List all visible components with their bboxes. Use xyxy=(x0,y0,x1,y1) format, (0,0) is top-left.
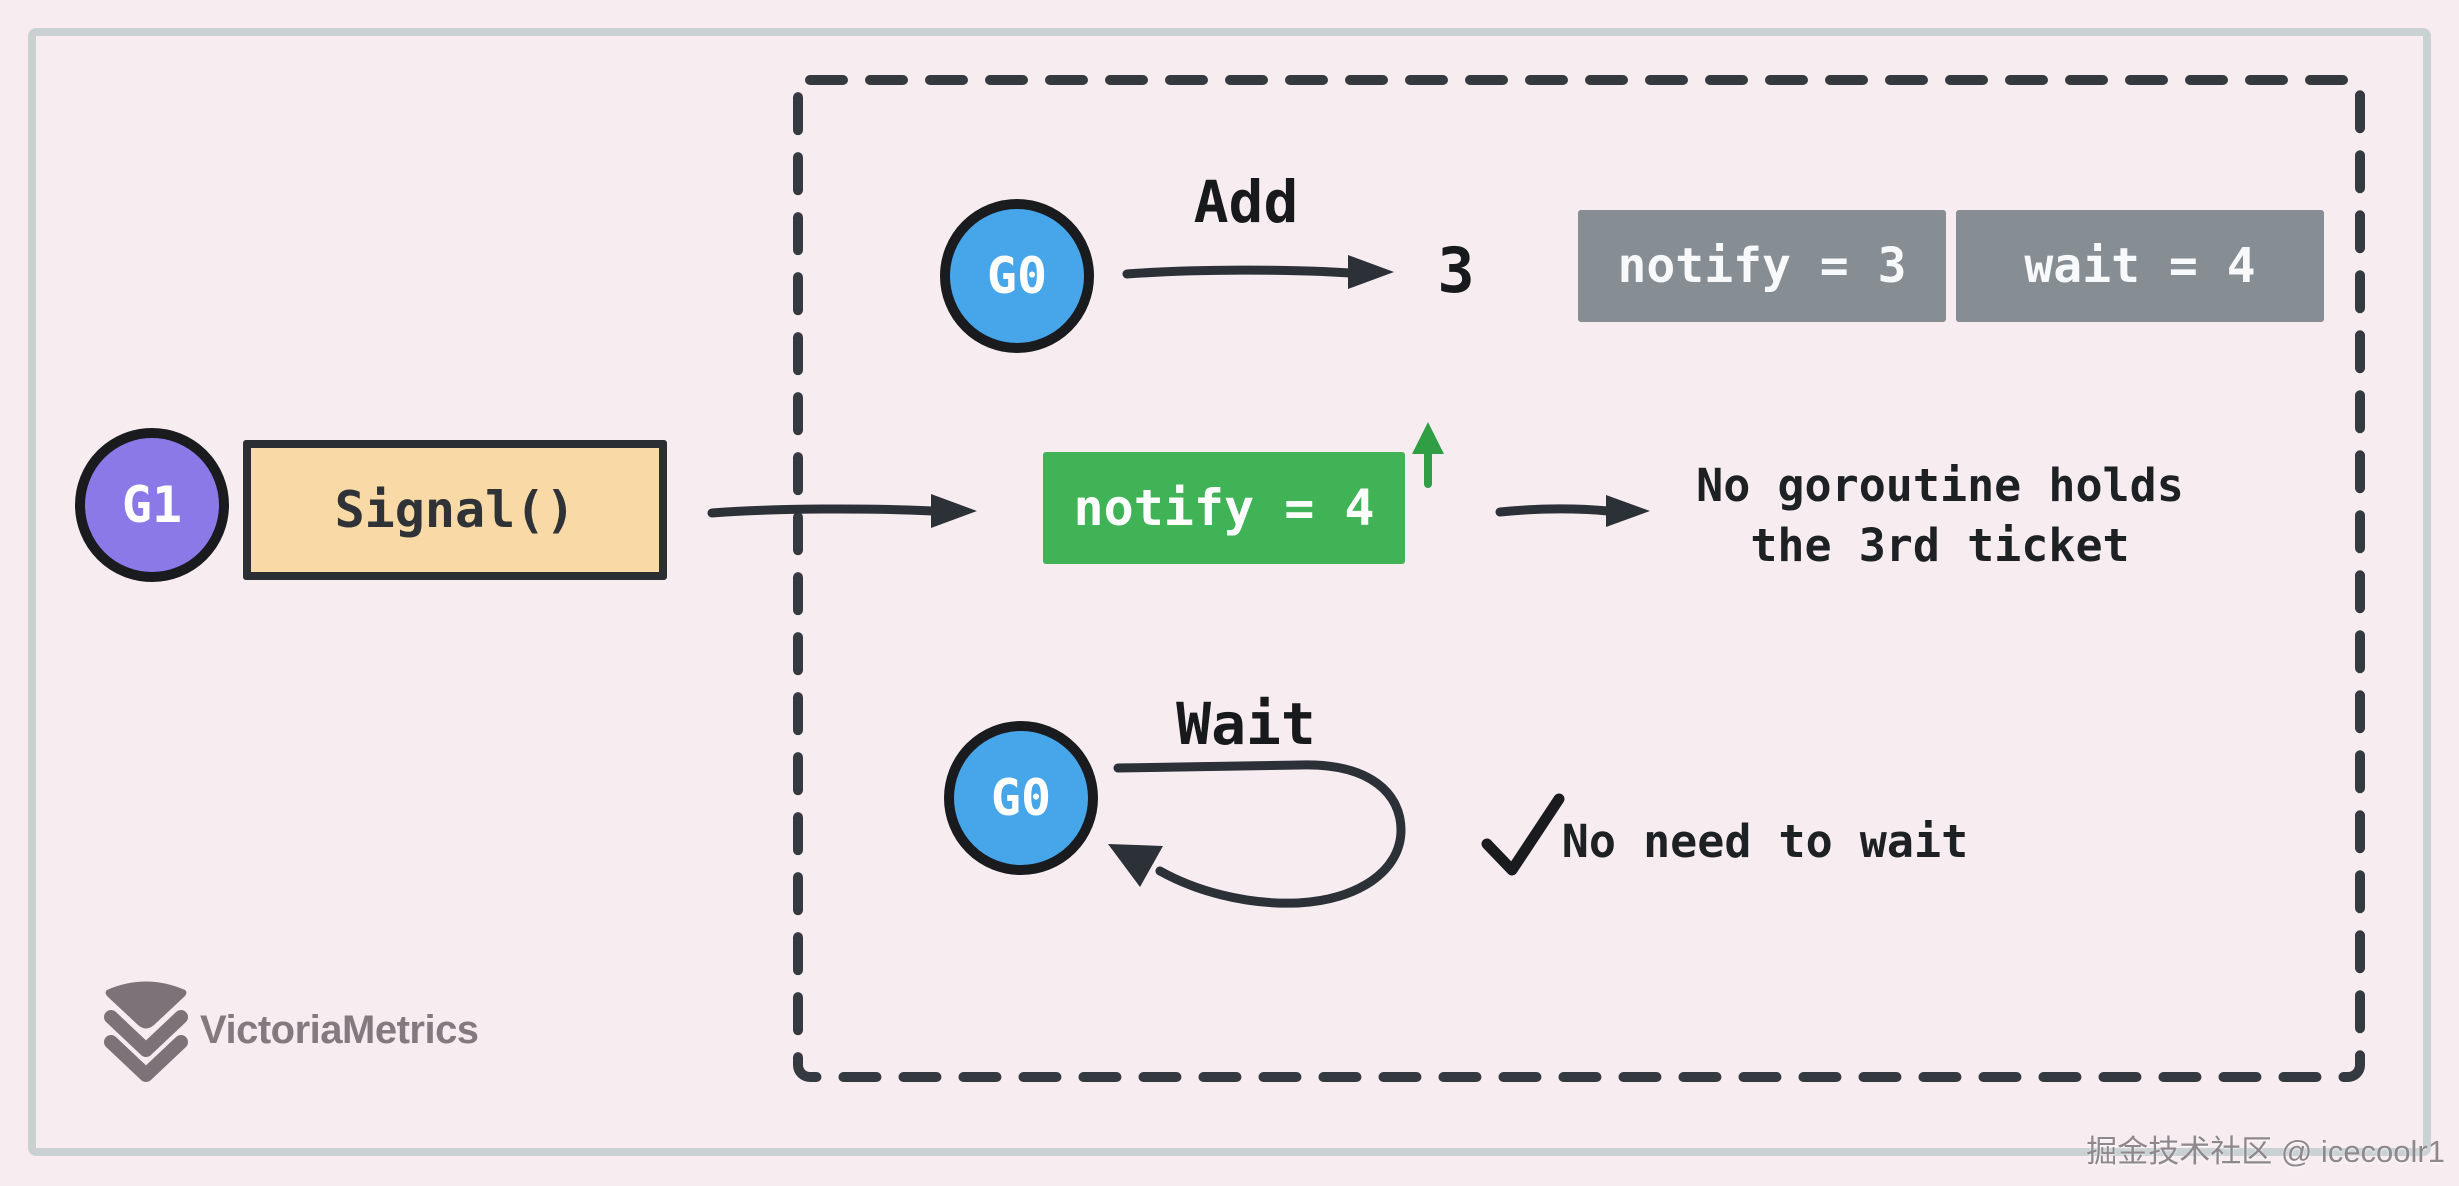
brand-name: VictoriaMetrics xyxy=(200,1007,479,1052)
signal-action-box: Signal() xyxy=(243,440,667,580)
goroutine-g1-label: G1 xyxy=(121,476,183,534)
ticket-note-line2: the 3rd ticket xyxy=(1750,519,2130,572)
goroutine-g0-wait-label: G0 xyxy=(990,769,1052,827)
outer-frame-border xyxy=(28,28,2431,1156)
wait-arrow-label: Wait xyxy=(1176,690,1316,758)
signal-arrow xyxy=(707,494,977,528)
ticket-note: No goroutine holds the 3rd ticket xyxy=(1680,456,2200,576)
notify-updated-text: notify = 4 xyxy=(1073,479,1375,537)
brand-lockup: VictoriaMetrics xyxy=(102,978,479,1082)
no-wait-note: No need to wait xyxy=(1561,815,1969,868)
notify-counter-box: notify = 3 xyxy=(1578,210,1946,322)
added-value: 3 xyxy=(1437,234,1475,307)
signal-action-label: Signal() xyxy=(334,481,576,539)
goroutine-g0-add-label: G0 xyxy=(986,247,1048,305)
watermark-text: 掘金技术社区 @ icecoolr1 xyxy=(2086,1134,2445,1169)
add-arrow xyxy=(1122,255,1394,289)
dashed-region-border xyxy=(793,75,2365,1082)
goroutine-g1: G1 xyxy=(75,428,229,582)
wait-counter-box: wait = 4 xyxy=(1956,210,2324,322)
goroutine-g0-wait: G0 xyxy=(944,721,1098,875)
wait-loop-arrow xyxy=(1108,760,1406,908)
wait-counter-text: wait = 4 xyxy=(2024,238,2256,294)
notify-updated-box: notify = 4 xyxy=(1043,452,1405,564)
check-icon xyxy=(1481,793,1565,876)
victoriametrics-logo-icon xyxy=(104,981,188,1082)
ticket-note-line1: No goroutine holds xyxy=(1696,459,2184,512)
notify-result-arrow xyxy=(1495,495,1650,527)
goroutine-g0-add: G0 xyxy=(940,199,1094,353)
notify-counter-text: notify = 3 xyxy=(1617,238,1907,294)
increment-up-arrow xyxy=(1412,422,1444,488)
add-arrow-label: Add xyxy=(1193,168,1299,236)
